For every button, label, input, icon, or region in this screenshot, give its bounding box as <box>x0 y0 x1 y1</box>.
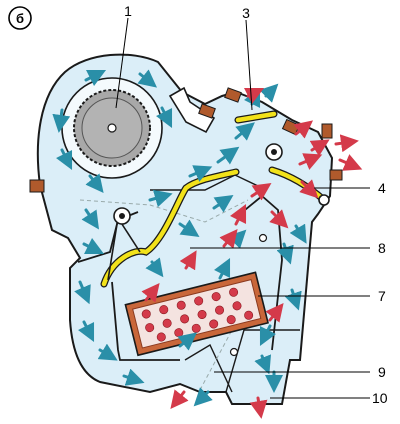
warm-air-arrow <box>243 87 265 105</box>
callout-3: 3 <box>242 5 250 21</box>
heater-core-tube <box>141 309 151 319</box>
cool-air-arrow <box>74 280 91 305</box>
heater-core-tube <box>209 319 219 329</box>
cool-air-arrow <box>178 219 200 237</box>
cool-air-arrow <box>234 122 255 141</box>
warm-air-arrows <box>141 87 363 419</box>
cool-air-arrow <box>177 332 198 351</box>
warm-air-arrow <box>293 120 314 139</box>
heater-core-tube <box>180 314 190 324</box>
warm-air-arrow <box>338 154 363 171</box>
cool-air-arrow <box>84 69 107 87</box>
cool-air-arrow <box>259 83 279 103</box>
warm-air-arrow <box>219 228 238 249</box>
cool-air-arrow <box>55 148 73 171</box>
callout-8: 8 <box>378 240 386 256</box>
cool-air-arrow <box>97 343 118 361</box>
heater-core-tube <box>159 305 169 315</box>
heater-core-tube <box>197 310 207 320</box>
heater-core-tube <box>232 301 242 311</box>
callout-9: 9 <box>378 364 386 380</box>
blower-fan <box>61 77 163 179</box>
cool-air-arrow <box>77 320 95 343</box>
cool-air-arrow <box>259 324 277 347</box>
callouts: 1 3 4 8 7 9 10 <box>115 3 388 406</box>
cool-air-arrow <box>52 108 71 133</box>
cool-air-arrow <box>81 208 99 230</box>
warm-air-arrow <box>334 134 359 153</box>
cool-air-arrow <box>254 354 272 375</box>
heater-core-tube <box>162 318 172 328</box>
heater-core-tube <box>215 305 225 315</box>
cool-air-arrow <box>188 165 213 182</box>
heater-core-tube <box>176 300 186 310</box>
heater-core-tube <box>244 310 254 320</box>
warm-air-arrow <box>269 209 289 229</box>
warm-air-arrow <box>265 302 284 323</box>
cool-air-arrow <box>213 257 231 280</box>
cool-air-arrow <box>82 237 105 255</box>
warm-air-arrow <box>250 183 272 201</box>
warm-air-arrow <box>179 250 197 271</box>
cool-air-arrow <box>289 223 307 244</box>
cool-air-arrow <box>212 195 234 213</box>
heater-core-tube <box>191 323 201 333</box>
cool-air-arrow <box>193 387 213 407</box>
warm-air-arrow <box>170 389 189 410</box>
heater-core-tube <box>156 332 166 342</box>
warm-air-arrow <box>141 282 160 303</box>
cool-air-arrow <box>155 106 173 129</box>
callout-1: 1 <box>124 3 132 19</box>
heater-core <box>124 271 269 357</box>
cool-air-arrow <box>145 257 164 278</box>
cool-air-arrow <box>216 146 240 165</box>
callout-10: 10 <box>372 390 388 406</box>
cool-air-arrow <box>148 189 173 208</box>
warm-air-arrow <box>298 153 323 170</box>
cool-air-arrow <box>85 173 104 194</box>
cool-air-arrow <box>276 242 294 265</box>
heater-core-tube <box>194 296 204 306</box>
warm-air-arrow <box>299 179 319 199</box>
panel-label: б <box>16 11 24 26</box>
warm-air-arrow <box>309 139 330 157</box>
cool-air-arrow <box>137 69 158 88</box>
heater-core-tube <box>226 315 236 325</box>
heater-core-tube <box>145 323 155 333</box>
callout-7: 7 <box>378 288 386 304</box>
warm-air-arrow <box>229 203 247 226</box>
warm-air-arrow <box>249 396 268 419</box>
heater-core-tube <box>229 287 239 297</box>
panel-badge: б <box>8 6 32 30</box>
callout-4: 4 <box>378 180 386 196</box>
heater-core-tube <box>211 292 221 302</box>
cool-air-arrow <box>122 368 145 386</box>
